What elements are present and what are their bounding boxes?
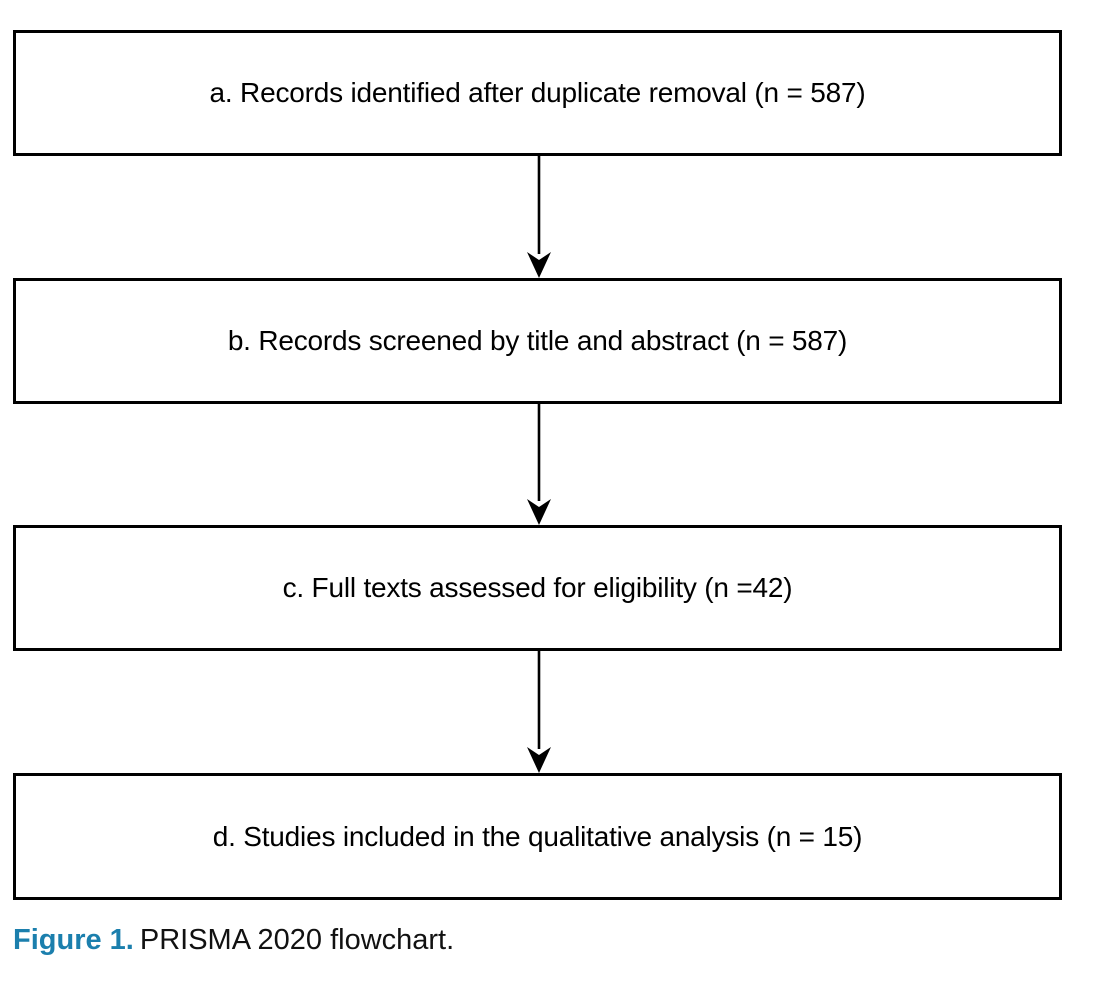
flowchart-node-b-label: b. Records screened by title and abstrac… — [227, 325, 848, 357]
flowchart-arrow-a-to-b — [527, 156, 551, 278]
figure-caption-text: PRISMA 2020 flowchart. — [139, 924, 455, 956]
flowchart-node-c: c. Full texts assessed for eligibility (… — [13, 525, 1062, 651]
flowchart-node-c-label: c. Full texts assessed for eligibility (… — [282, 572, 793, 604]
flowchart-arrow-b-to-c — [527, 404, 551, 525]
flowchart-arrow-c-to-d — [527, 651, 551, 773]
flowchart-node-a-label: a. Records identified after duplicate re… — [209, 77, 866, 109]
flowchart-node-a: a. Records identified after duplicate re… — [13, 30, 1062, 156]
flowchart-node-d: d. Studies included in the qualitative a… — [13, 773, 1062, 900]
flowchart-node-b: b. Records screened by title and abstrac… — [13, 278, 1062, 404]
flowchart-node-d-label: d. Studies included in the qualitative a… — [212, 820, 863, 852]
figure-caption: Figure 1.PRISMA 2020 flowchart. — [13, 921, 1073, 960]
figure-caption-number: Figure 1. — [13, 924, 134, 956]
